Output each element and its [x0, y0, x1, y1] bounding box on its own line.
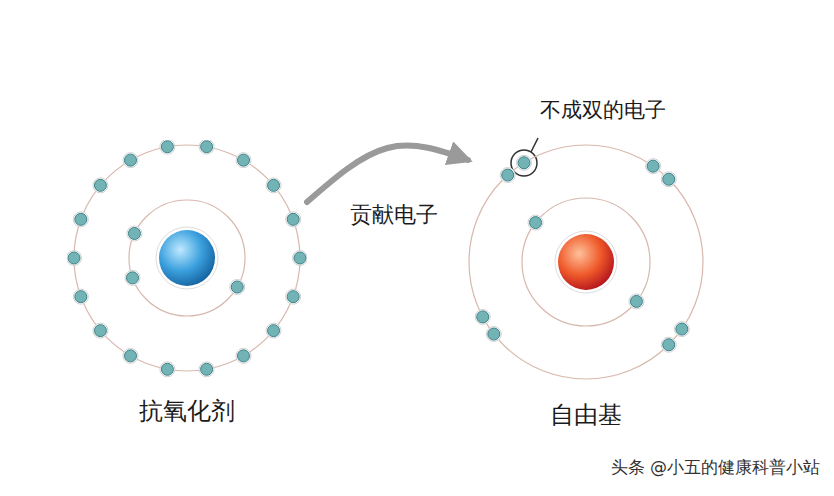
electron — [647, 160, 659, 172]
electron-halo — [286, 212, 301, 227]
electron — [238, 350, 250, 362]
electron-halo — [93, 323, 108, 338]
electron-halo — [266, 323, 281, 338]
electron — [75, 213, 87, 225]
electron — [75, 291, 87, 303]
orbit — [129, 200, 245, 316]
orbit — [74, 145, 300, 371]
electron — [231, 281, 243, 293]
electron-halo — [93, 178, 108, 193]
electron-halo — [123, 153, 138, 168]
electron-halo — [160, 140, 175, 154]
electron-halo — [73, 212, 88, 227]
electron-halo — [123, 348, 138, 363]
electron — [128, 227, 140, 239]
electron — [630, 295, 642, 307]
electron-halo — [266, 178, 281, 193]
electron-halo — [646, 159, 661, 174]
electron — [488, 328, 500, 340]
electron-halo — [286, 289, 301, 304]
electron-halo — [475, 309, 490, 324]
electron-halo — [236, 348, 251, 363]
orbit — [469, 145, 703, 379]
electron — [68, 252, 80, 264]
callout-label: 不成双的电子 — [540, 96, 666, 124]
electron — [294, 252, 306, 264]
electron-halo — [674, 322, 689, 337]
atom-label: 自由基 — [466, 399, 706, 431]
electron — [161, 141, 173, 153]
electron-halo — [199, 362, 214, 377]
electron — [161, 363, 173, 375]
electron — [477, 311, 489, 323]
electron — [125, 154, 137, 166]
watermark: 头条 @小五的健康科普小站 — [611, 456, 820, 479]
atom-node: 自由基 — [466, 144, 706, 444]
electron-halo — [661, 172, 676, 187]
electron — [201, 141, 213, 153]
electron-halo — [500, 168, 515, 183]
electron-halo — [661, 337, 676, 352]
electron — [126, 272, 138, 284]
electron-halo — [516, 155, 531, 170]
electron-halo — [127, 226, 142, 241]
nucleus-halo — [156, 227, 218, 289]
electron — [287, 291, 299, 303]
electron-halo — [67, 251, 82, 266]
electron — [238, 154, 250, 166]
electron-halo — [528, 215, 543, 230]
electron — [268, 325, 280, 337]
electron — [663, 339, 675, 351]
electron — [125, 350, 137, 362]
electron — [502, 169, 514, 181]
electron — [268, 179, 280, 191]
electron-halo — [125, 270, 140, 285]
electron — [94, 179, 106, 191]
electron-halo — [230, 280, 245, 295]
atom-node: 抗氧化剂 — [67, 140, 307, 440]
nucleus — [159, 230, 215, 286]
electron — [530, 217, 542, 229]
atom-label: 抗氧化剂 — [67, 395, 307, 427]
electron-halo — [236, 153, 251, 168]
electron — [663, 173, 675, 185]
electron-halo — [293, 251, 308, 266]
atom-illustration — [466, 144, 706, 444]
electron-halo — [629, 294, 644, 309]
leader-line — [531, 138, 538, 152]
curved-arrow — [307, 146, 468, 202]
electron-halo — [160, 362, 175, 377]
nucleus — [558, 234, 614, 290]
electron — [676, 323, 688, 335]
electron-halo — [73, 289, 88, 304]
electron — [94, 325, 106, 337]
edge-label: 贡献电子 — [348, 200, 440, 230]
nucleus-halo — [555, 231, 617, 293]
atom-illustration — [67, 140, 307, 440]
electron-halo — [486, 327, 501, 342]
electron — [287, 213, 299, 225]
electron — [518, 157, 530, 169]
electron-halo — [199, 140, 214, 154]
electron — [201, 363, 213, 375]
orbit — [522, 198, 650, 326]
